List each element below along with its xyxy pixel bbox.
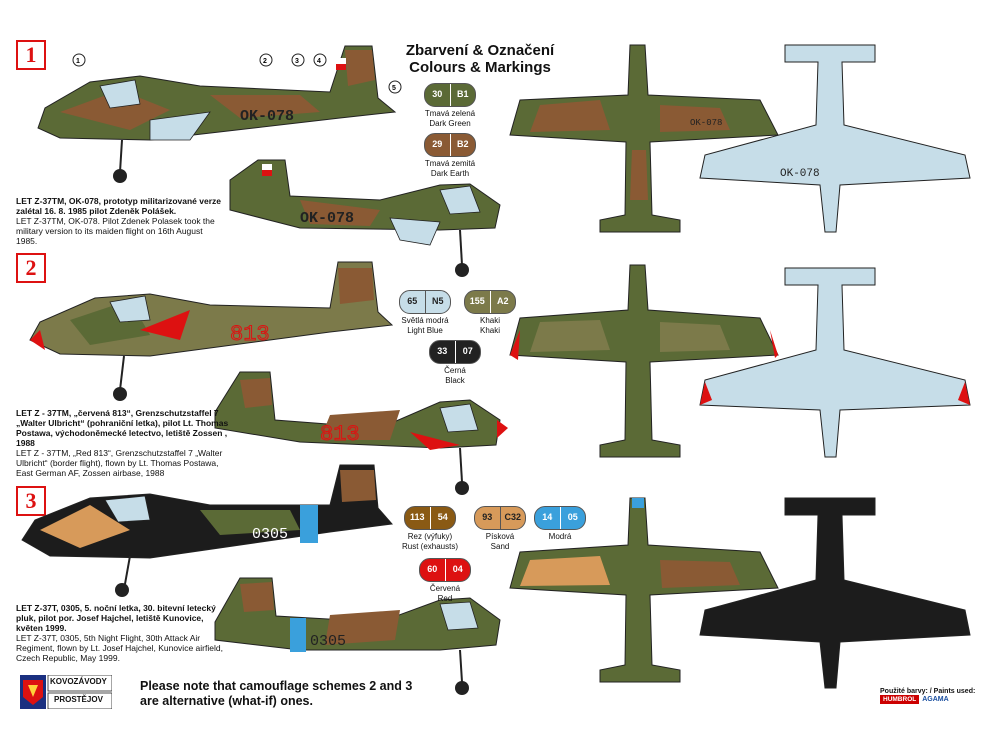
under-view-s1: OK-078 [699,44,971,233]
under-view-s2 [699,267,971,458]
alternative-schemes-note: Please note that camouflage schemes 2 an… [140,679,412,709]
caption-s2-cz: LET Z - 37TM, „červená 813“, Grenzschutz… [16,408,229,448]
top-view-s1: OK-078 [509,44,779,233]
scheme-number-2: 2 [16,253,46,283]
under-view-s3 [699,497,971,689]
caption-s1-cz: LET Z-37TM, OK-078, prototyp militarizov… [16,196,221,216]
caption-s1-en: LET Z-37TM, OK-078. Pilot Zdenek Polasek… [16,216,215,246]
registration-s3-b: 0305 [310,633,346,650]
caption-s3: LET Z-37T, 0305, 5. noční letka, 30. bit… [16,603,226,663]
note-line2: are alternative (what-if) ones. [140,694,313,708]
kovozavody-logo: KOVOZÁVODY PROSTĚJOV [20,674,113,710]
title-cz: Zbarvení & Označení [405,42,555,59]
svg-text:2: 2 [263,58,267,65]
caption-s3-cz: LET Z-37T, 0305, 5. noční letka, 30. bit… [16,603,216,633]
profile-s1-right: OK-078 [229,159,501,277]
humbrol-logo: HUMBROL [880,695,920,704]
logo-line1: KOVOZÁVODY [50,677,107,686]
note-line1: Please note that camouflage schemes 2 an… [140,679,413,693]
registration-s1: OK-078 [240,108,294,125]
logo-line2: PROSTĚJOV [54,695,103,704]
top-view-s2 [509,264,779,458]
caption-s1: LET Z-37TM, OK-078, prototyp militarizov… [16,196,221,246]
scheme-number-1: 1 [16,40,46,70]
registration-s2-b: 813 [320,422,360,447]
kovozavody-emblem-icon [20,674,113,710]
profile-s1-left: OK-078 [37,45,397,183]
registration-s1-under: OK-078 [780,168,820,180]
svg-text:3: 3 [295,58,299,65]
svg-text:5: 5 [392,85,396,92]
caption-s2-en: LET Z - 37TM, „Red 813“, Grenzschutzstaf… [16,448,223,478]
profile-s3-right: 0305 [214,577,501,695]
title-en: Colours & Markings [409,59,551,76]
svg-text:4: 4 [317,58,321,65]
svg-text:1: 1 [76,58,80,65]
caption-s2: LET Z - 37TM, „červená 813“, Grenzschutz… [16,408,231,478]
profile-s2-left: 813 [29,261,394,401]
registration-s3: 0305 [252,526,288,543]
scheme-number-3: 3 [16,486,46,516]
profile-s3-left: 0305 [21,464,393,597]
brand-label: Použité barvy: / Paints used: [880,688,976,695]
caption-s3-en: LET Z-37T, 0305, 5th Night Flight, 30th … [16,633,223,663]
top-view-s3 [509,497,779,683]
callout-markers: 1 2 3 4 5 [72,53,402,94]
profile-s2-right: 813 [214,371,508,495]
registration-s1-top: OK-078 [690,118,722,128]
registration-s1-b: OK-078 [300,210,354,227]
agama-logo: AGAMA [922,696,949,703]
registration-s2: 813 [230,322,270,347]
page-title: Zbarvení & Označení Colours & Markings [390,42,570,76]
